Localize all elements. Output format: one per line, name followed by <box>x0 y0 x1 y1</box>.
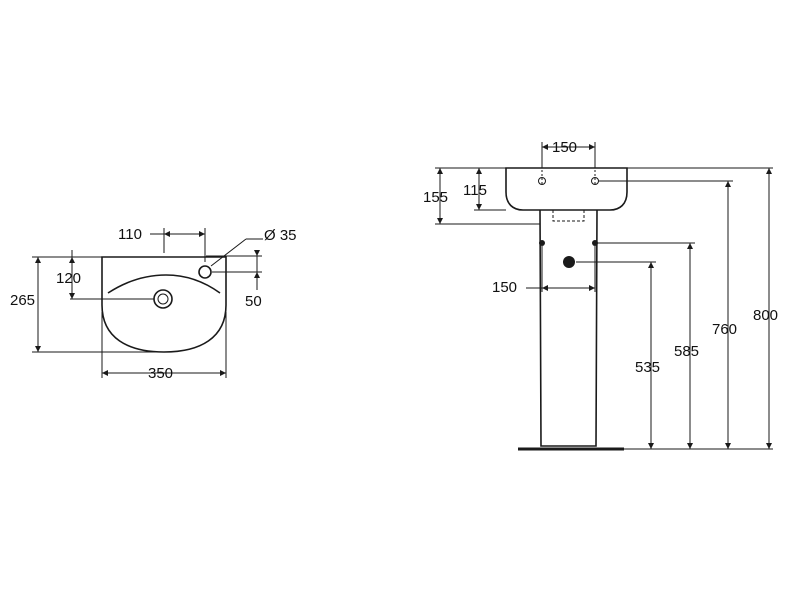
side-view: 150 155 115 150 535 585 760 800 <box>423 139 778 451</box>
dim-depth-to-waste: 120 <box>56 270 81 287</box>
dim-tap-height: 115 <box>463 182 487 199</box>
tap-hole-left <box>538 177 546 185</box>
basin-profile <box>505 167 628 211</box>
dim-pedestal-spacing: 150 <box>492 279 517 296</box>
top-view: 110 Ø 35 50 120 265 350 <box>10 226 297 382</box>
pedestal <box>539 209 598 447</box>
waste-hole-inner <box>157 293 169 305</box>
dim-width: 350 <box>148 365 173 382</box>
waste-outlet <box>563 256 575 268</box>
dim-floor-to-waste: 535 <box>635 359 660 376</box>
dim-tap-offset: 110 <box>118 226 142 243</box>
dim-tap-to-edge: 50 <box>245 293 262 310</box>
waste-hole <box>153 289 173 309</box>
tap-hole <box>198 265 212 279</box>
basin-outline <box>101 256 227 353</box>
dim-floor-to-tap: 760 <box>712 321 737 338</box>
dim-rim-height: 155 <box>423 189 448 206</box>
dim-depth-total: 265 <box>10 292 35 309</box>
fixing-left <box>539 240 545 246</box>
arrowheads <box>35 144 772 449</box>
dim-tap-spacing: 150 <box>552 139 577 156</box>
dim-floor-to-fixing: 585 <box>674 343 699 360</box>
dim-tap-hole: Ø 35 <box>264 227 297 244</box>
fixing-right <box>592 240 598 246</box>
bowl-curve <box>107 274 221 294</box>
dim-floor-to-rim: 800 <box>753 307 778 324</box>
